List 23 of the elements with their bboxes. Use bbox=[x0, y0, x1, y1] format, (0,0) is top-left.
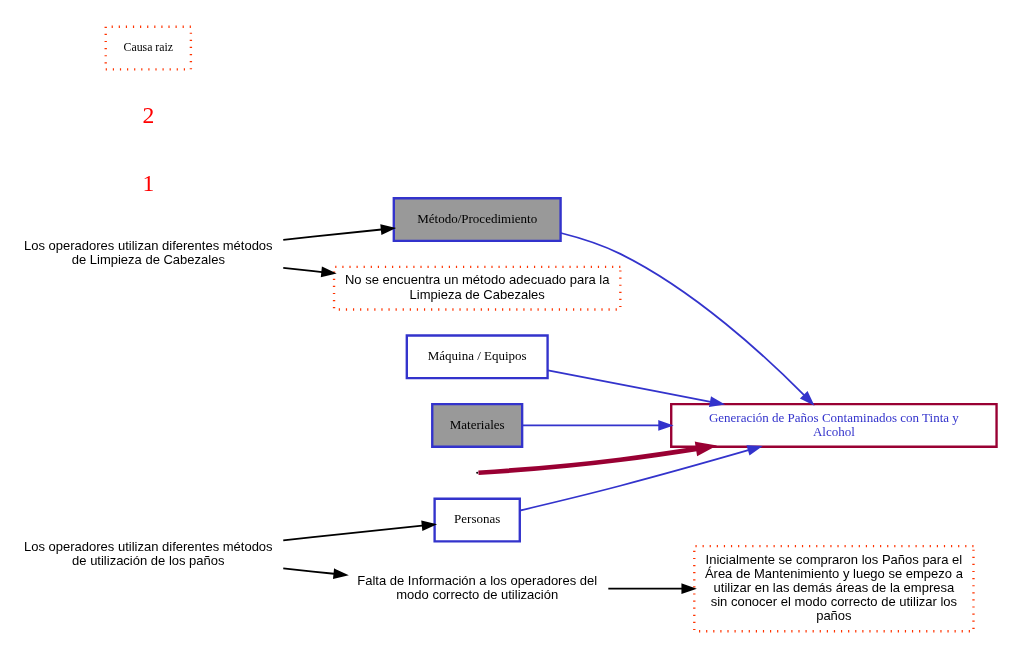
arrow bbox=[282, 520, 438, 542]
node-text: Los operadores utilizan diferentes métodos de utilización de los paños bbox=[24, 538, 273, 568]
node-text: Los operadores utilizan diferentes métodos de Limpieza de Cabezales bbox=[24, 238, 273, 268]
label: 1 bbox=[142, 170, 155, 197]
arrow bbox=[282, 266, 337, 278]
node-box: Generación de Paños Contaminados con Tinta y Alcohol bbox=[670, 402, 998, 448]
legend-label: Causa raiz bbox=[123, 39, 174, 54]
arrow bbox=[478, 441, 718, 476]
node-box: Inicialmente se compraron los Paños para el Área de Mantenimiento y luego se empezo a utilizar en las demás áreas de la empresa sin conocer el modo correcto de utilizar los paños bbox=[693, 544, 975, 633]
arrow bbox=[560, 232, 815, 406]
node-text: Falta de Información a los operadores del modo correcto de utilización bbox=[357, 572, 598, 603]
arrow bbox=[518, 445, 763, 512]
arrow bbox=[282, 224, 397, 241]
arrow bbox=[547, 369, 726, 407]
node-box: Personas bbox=[433, 497, 521, 543]
node-box: No se encuentra un método adecuado para la Limpieza de Cabezales bbox=[332, 265, 622, 311]
arrow bbox=[607, 583, 697, 595]
node-box: Método/Procedimiento bbox=[392, 197, 562, 243]
node-box: Materiales bbox=[431, 402, 524, 448]
arrow bbox=[521, 420, 674, 431]
label: 2 bbox=[142, 101, 155, 128]
node-box: Máquina / Equipos bbox=[405, 334, 549, 380]
arrow bbox=[282, 567, 349, 580]
